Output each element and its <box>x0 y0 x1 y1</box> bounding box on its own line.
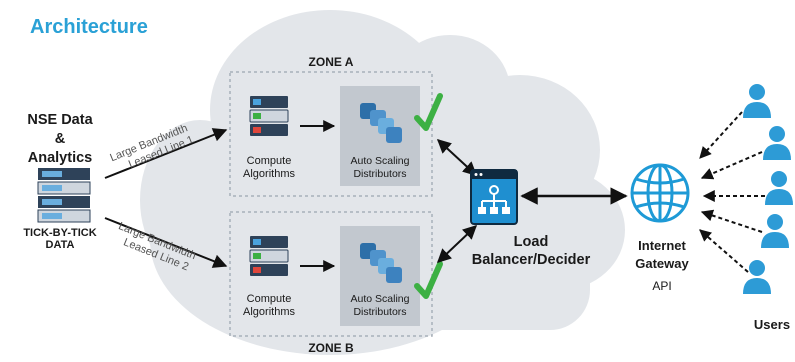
zone-b-scaling-tile <box>340 226 420 326</box>
zone-a-scaling-cubes-icon <box>360 103 402 143</box>
source-label-3: Analytics <box>28 150 92 166</box>
globe-icon <box>630 163 690 223</box>
load-balancer-icon <box>470 169 518 225</box>
lb-label-1: Load <box>514 234 549 250</box>
user-2-icon <box>763 126 791 160</box>
zone-a-to-lb-arrow <box>436 139 478 176</box>
gateway-label-1: Internet <box>638 238 686 253</box>
page-title: Architecture <box>30 16 148 38</box>
zone-a-box <box>229 71 433 197</box>
zone-b-check-icon <box>414 261 443 299</box>
zone-b-to-lb-arrow <box>436 225 478 263</box>
zone-b-scaling-label-2: Distributors <box>353 306 406 318</box>
zone-b-compute-server-icon <box>249 236 289 276</box>
zone-b-box <box>229 211 433 337</box>
gateway-sub-label: API <box>652 279 671 293</box>
zone-a-compute-label-1: Compute <box>247 155 292 167</box>
source-caption-2: DATA <box>46 239 75 251</box>
gateway-label-2: Gateway <box>635 256 689 271</box>
user-1-arrow <box>699 111 743 159</box>
zone-b-compute-label-1: Compute <box>247 293 292 305</box>
data-server-rack-icon <box>37 168 91 223</box>
zone-b-compute-label-2: Algorithms <box>243 306 295 318</box>
users-label: Users <box>754 317 790 332</box>
user-5-icon <box>743 260 771 294</box>
zone-a-compute-server-icon <box>249 96 289 136</box>
user-4-arrow <box>700 209 763 233</box>
lb-label-2: Balancer/Decider <box>472 252 591 268</box>
source-caption-1: TICK-BY-TICK <box>23 227 96 239</box>
user-1-icon <box>743 84 771 118</box>
source-label-1: NSE Data <box>27 112 93 128</box>
user-4-icon <box>761 214 789 248</box>
zone-a-scaling-tile <box>340 86 420 186</box>
zone-a-label: ZONE A <box>309 55 354 69</box>
zone-a-scaling-label-2: Distributors <box>353 168 406 180</box>
zone-a-scaling-label-1: Auto Scaling <box>351 155 410 167</box>
leased-line-2-arrow <box>104 217 228 268</box>
user-3-icon <box>765 171 793 205</box>
user-connections <box>699 111 772 273</box>
zone-b-label: ZONE B <box>308 341 354 355</box>
zone-b-scaling-label-1: Auto Scaling <box>351 293 410 305</box>
source-label-2: & <box>55 131 66 147</box>
zone-a-compute-label-2: Algorithms <box>243 168 295 180</box>
user-2-arrow <box>700 151 763 180</box>
user-5-arrow <box>699 229 749 273</box>
zone-b-scaling-cubes-icon <box>360 243 402 283</box>
leased-line-1-arrow <box>104 128 228 179</box>
zone-a-check-icon <box>414 93 443 131</box>
